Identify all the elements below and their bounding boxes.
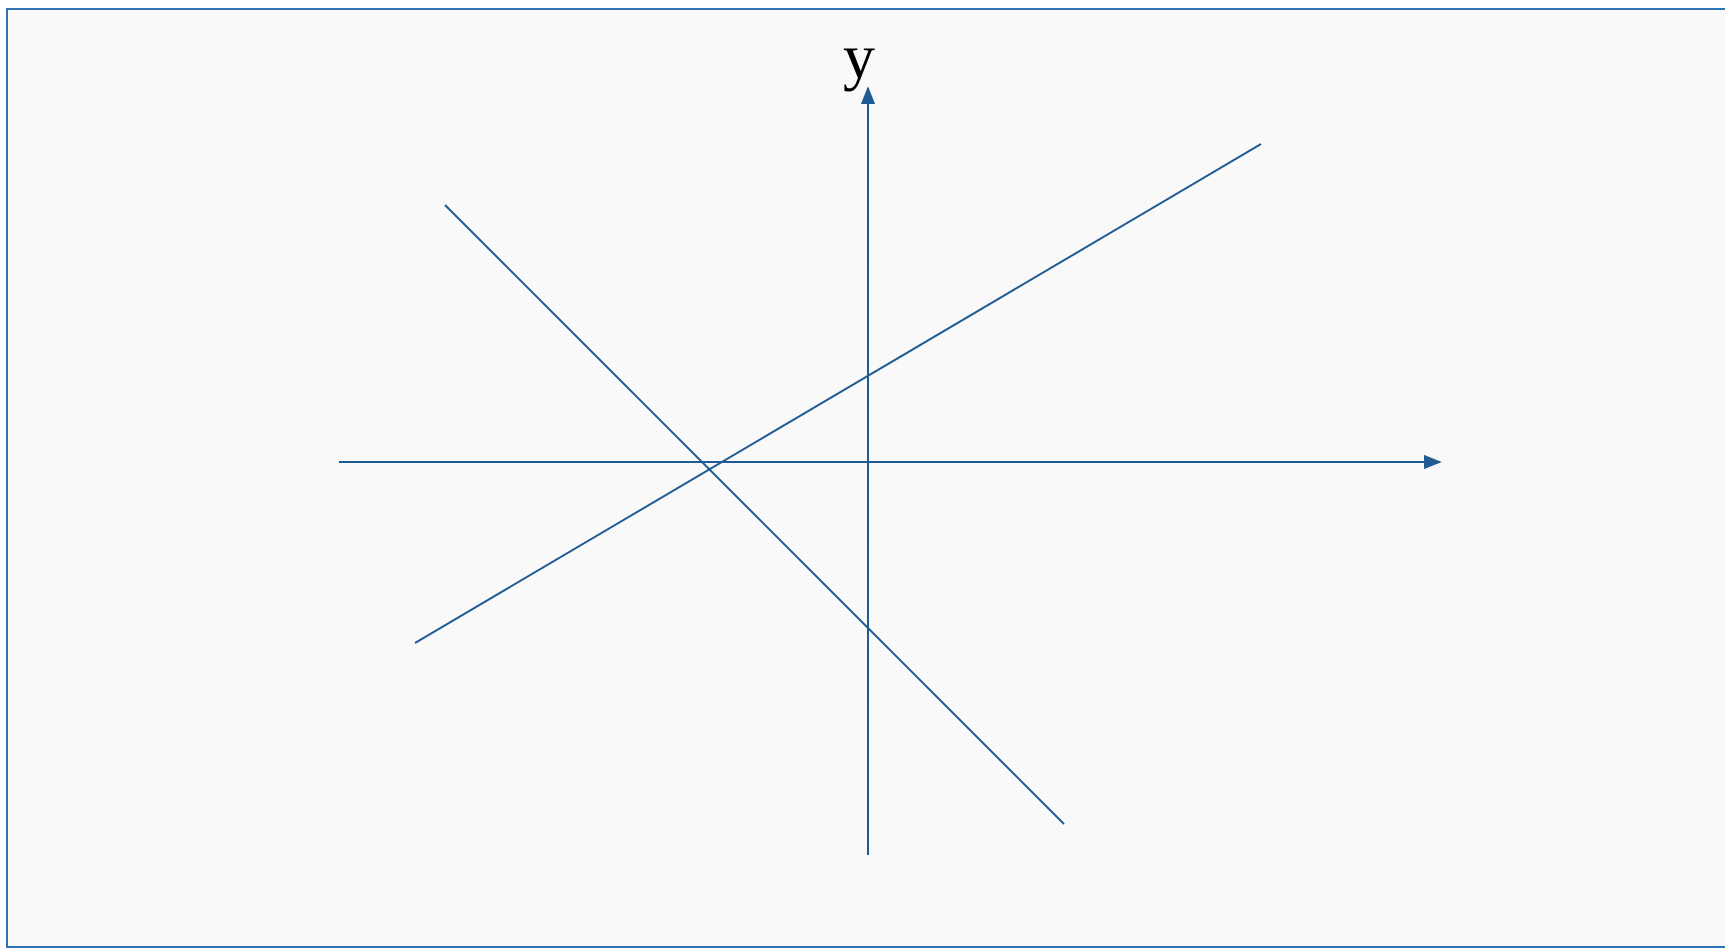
slide-frame (6, 8, 1725, 948)
y-axis-label: y (843, 21, 875, 92)
coordinate-diagram: y (339, 21, 1442, 855)
line-negative-slope (444, 204, 1065, 825)
line-positive-slope (414, 143, 1262, 644)
